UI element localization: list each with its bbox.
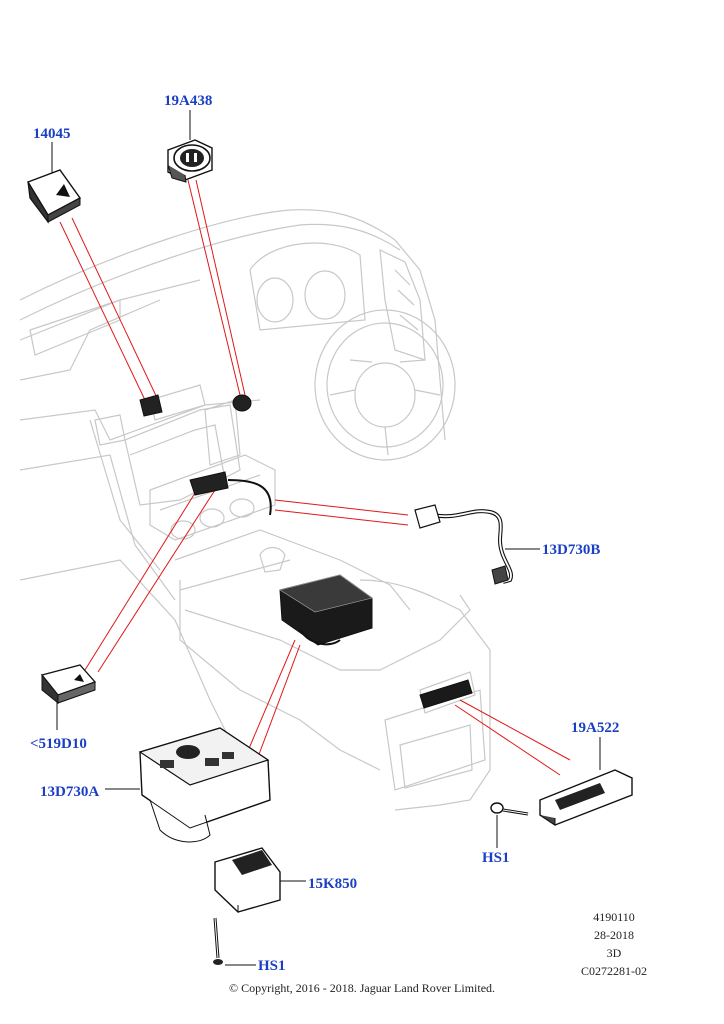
part-rear-console-installed <box>419 679 473 709</box>
part-usb-installed <box>232 394 252 412</box>
callout-hs1-right[interactable]: HS1 <box>482 850 510 866</box>
part-14045-hazard-switch <box>26 169 82 224</box>
part-13d730a-console-module <box>138 727 271 843</box>
callout-lines <box>51 110 601 966</box>
diagram-code: C0272281-02 <box>581 964 647 978</box>
part-19a438-usb-socket <box>167 139 213 183</box>
part-hs1-bottom-screw <box>213 917 223 965</box>
part-15k850-bracket <box>214 847 281 914</box>
callout-19a522[interactable]: 19A522 <box>571 720 620 736</box>
callout-15k850[interactable]: 15K850 <box>308 876 358 892</box>
copyright-notice: © Copyright, 2016 - 2018. Jaguar Land Ro… <box>228 981 496 995</box>
diagram-date: 28-2018 <box>594 928 634 942</box>
callout-19a438[interactable]: 19A438 <box>164 93 213 109</box>
part-13d730b-harness <box>414 504 513 585</box>
callout-519d10[interactable]: <519D10 <box>30 736 87 752</box>
diagram-number: 4190110 <box>593 910 635 924</box>
diagram-view: 3D <box>606 946 622 960</box>
part-hazard-installed <box>139 394 163 417</box>
callout-13d730b[interactable]: 13D730B <box>542 542 601 558</box>
part-519d10-switch <box>40 664 97 705</box>
part-console-switchpack-installed <box>279 574 373 646</box>
part-hs1-right-screw <box>490 802 529 816</box>
part-harness-installed <box>189 471 272 516</box>
part-19a522-rear-usb <box>539 769 633 826</box>
callout-hs1-bottom[interactable]: HS1 <box>258 958 286 974</box>
callout-14045[interactable]: 14045 <box>33 126 71 142</box>
callout-13d730a[interactable]: 13D730A <box>40 784 100 800</box>
